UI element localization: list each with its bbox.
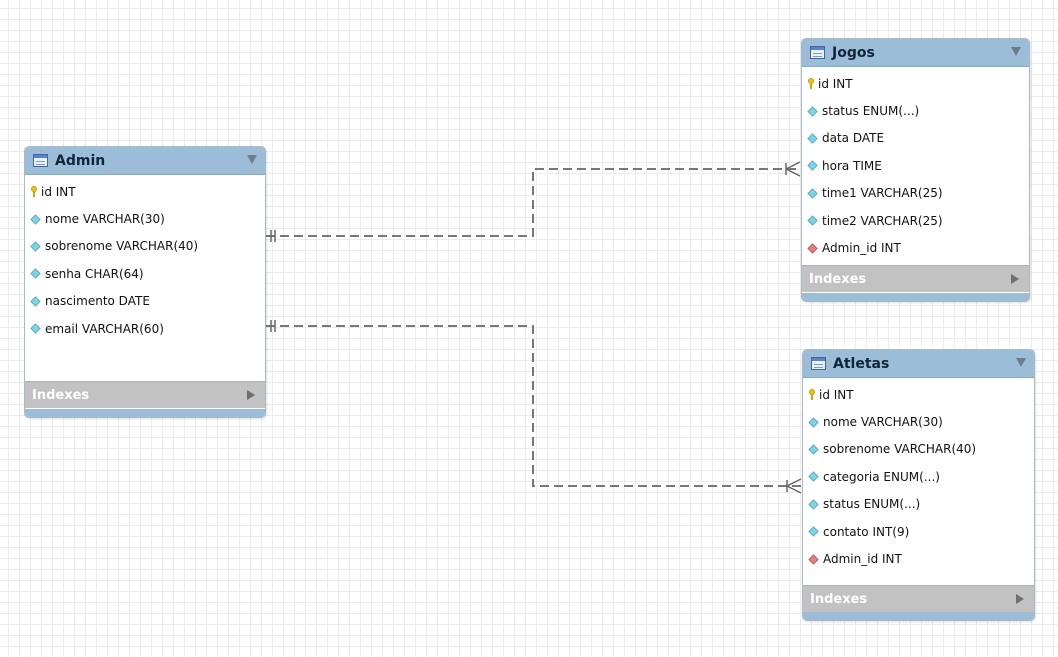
column-row[interactable]: senha CHAR(64) bbox=[25, 260, 265, 287]
diamond-icon bbox=[30, 323, 41, 334]
diamond-icon bbox=[30, 268, 41, 279]
diamond-icon bbox=[30, 241, 41, 252]
table-admin[interactable]: Admin id INT nome VARCHAR(30) sobrenome … bbox=[24, 146, 266, 418]
column-row[interactable]: Admin_id INT bbox=[802, 234, 1029, 261]
column-row[interactable]: nome VARCHAR(30) bbox=[25, 205, 265, 232]
column-label: id INT bbox=[818, 76, 853, 91]
column-label: sobrenome VARCHAR(40) bbox=[45, 239, 199, 254]
table-title: Admin bbox=[55, 152, 106, 169]
chevron-down-icon[interactable] bbox=[1016, 358, 1026, 367]
column-label: categoria ENUM(...) bbox=[823, 469, 940, 484]
diamond-icon bbox=[807, 188, 818, 199]
table-footer bbox=[803, 612, 1034, 620]
column-label: nome VARCHAR(30) bbox=[45, 212, 165, 227]
column-row[interactable]: nascimento DATE bbox=[25, 288, 265, 315]
table-footer bbox=[802, 293, 1029, 301]
column-row[interactable]: id INT bbox=[803, 381, 1034, 408]
column-label: hora TIME bbox=[822, 158, 882, 173]
indexes-bar[interactable]: Indexes bbox=[802, 265, 1029, 292]
column-row[interactable]: time2 VARCHAR(25) bbox=[802, 207, 1029, 234]
column-label: sobrenome VARCHAR(40) bbox=[823, 442, 977, 457]
relationship-line-admin-atletas[interactable] bbox=[266, 325, 801, 487]
column-row[interactable]: nome VARCHAR(30) bbox=[803, 408, 1034, 435]
column-row[interactable]: data DATE bbox=[802, 125, 1029, 152]
indexes-label: Indexes bbox=[809, 271, 867, 287]
table-title: Atletas bbox=[833, 355, 890, 372]
column-label: senha CHAR(64) bbox=[45, 266, 144, 281]
cardinality-one-mandatory-admin-jogos bbox=[270, 230, 276, 242]
key-icon bbox=[808, 77, 814, 90]
column-label: email VARCHAR(60) bbox=[45, 321, 164, 336]
diamond-icon bbox=[808, 499, 819, 510]
table-header[interactable]: Admin bbox=[25, 147, 265, 175]
diamond-icon bbox=[808, 444, 819, 455]
chevron-down-icon[interactable] bbox=[247, 155, 257, 164]
diamond-icon bbox=[30, 213, 41, 225]
table-icon bbox=[33, 154, 48, 167]
indexes-label: Indexes bbox=[32, 387, 90, 403]
indexes-bar[interactable]: Indexes bbox=[803, 585, 1034, 612]
column-row[interactable]: Admin_id INT bbox=[803, 545, 1034, 572]
table-jogos[interactable]: Jogos id INT status ENUM(...) data DATE … bbox=[801, 38, 1030, 302]
diamond-icon bbox=[807, 105, 818, 117]
foreign-key-diamond-icon bbox=[807, 242, 818, 254]
column-label: Admin_id INT bbox=[823, 552, 902, 567]
column-label: data DATE bbox=[822, 131, 885, 146]
indexes-label: Indexes bbox=[810, 591, 868, 607]
chevron-right-icon[interactable] bbox=[247, 390, 255, 400]
diamond-icon bbox=[808, 416, 819, 428]
chevron-down-icon[interactable] bbox=[1011, 47, 1021, 56]
indexes-bar[interactable]: Indexes bbox=[25, 381, 265, 408]
diamond-icon bbox=[807, 215, 818, 226]
column-row[interactable]: categoria ENUM(...) bbox=[803, 463, 1034, 490]
key-icon bbox=[809, 388, 815, 401]
column-row[interactable]: time1 VARCHAR(25) bbox=[802, 180, 1029, 207]
table-icon bbox=[810, 46, 825, 59]
diamond-icon bbox=[30, 296, 41, 307]
table-icon bbox=[811, 357, 826, 370]
column-label: status ENUM(...) bbox=[822, 104, 920, 119]
table-header[interactable]: Jogos bbox=[802, 39, 1029, 67]
column-label: contato INT(9) bbox=[823, 524, 910, 539]
column-label: status ENUM(...) bbox=[823, 497, 921, 512]
cardinality-many-jogos bbox=[785, 161, 801, 177]
column-label: id INT bbox=[41, 184, 76, 199]
diamond-icon bbox=[808, 526, 819, 537]
column-row[interactable]: status ENUM(...) bbox=[803, 491, 1034, 518]
cardinality-many-atletas bbox=[786, 478, 802, 494]
column-row[interactable]: sobrenome VARCHAR(40) bbox=[25, 233, 265, 260]
column-label: Admin_id INT bbox=[822, 241, 901, 256]
column-row[interactable]: hora TIME bbox=[802, 152, 1029, 179]
key-icon bbox=[31, 185, 37, 198]
table-header[interactable]: Atletas bbox=[803, 350, 1034, 378]
diamond-icon bbox=[808, 471, 819, 482]
column-row[interactable]: email VARCHAR(60) bbox=[25, 315, 265, 342]
table-footer bbox=[25, 409, 265, 417]
column-label: id INT bbox=[819, 387, 854, 402]
column-row[interactable]: contato INT(9) bbox=[803, 518, 1034, 545]
diamond-icon bbox=[807, 160, 818, 171]
column-label: time1 VARCHAR(25) bbox=[822, 186, 943, 201]
column-row[interactable]: id INT bbox=[802, 70, 1029, 97]
relationship-line-admin-jogos[interactable] bbox=[266, 168, 800, 237]
table-title: Jogos bbox=[832, 44, 875, 61]
column-label: nascimento DATE bbox=[45, 294, 150, 309]
chevron-right-icon[interactable] bbox=[1016, 594, 1024, 604]
column-label: time2 VARCHAR(25) bbox=[822, 213, 943, 228]
column-row[interactable]: id INT bbox=[25, 178, 265, 205]
table-atletas[interactable]: Atletas id INT nome VARCHAR(30) sobrenom… bbox=[802, 349, 1035, 621]
diamond-icon bbox=[807, 133, 818, 144]
foreign-key-diamond-icon bbox=[808, 553, 819, 565]
column-label: nome VARCHAR(30) bbox=[823, 415, 943, 430]
cardinality-one-mandatory-admin-atletas bbox=[270, 320, 276, 332]
chevron-right-icon[interactable] bbox=[1011, 274, 1019, 284]
column-row[interactable]: sobrenome VARCHAR(40) bbox=[803, 436, 1034, 463]
column-row[interactable]: status ENUM(...) bbox=[802, 97, 1029, 124]
